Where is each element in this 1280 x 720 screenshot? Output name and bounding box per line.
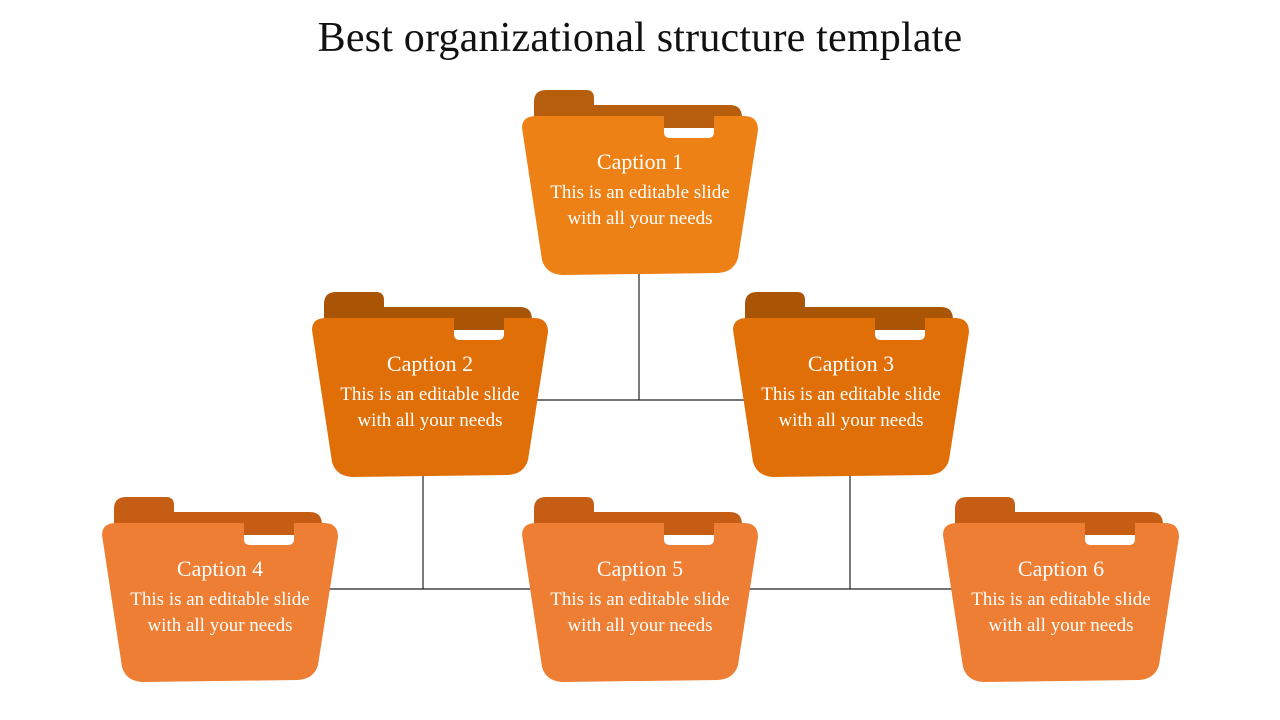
node-caption: Caption 5 bbox=[596, 556, 684, 581]
folder-icon bbox=[733, 292, 969, 477]
node-caption: Caption 6 bbox=[1017, 556, 1105, 581]
org-node-4: Caption 4 This is an editable slide with… bbox=[100, 495, 340, 690]
folder-icon bbox=[522, 90, 758, 275]
node-caption: Caption 1 bbox=[596, 149, 684, 174]
org-node-2: Caption 2 This is an editable slide with… bbox=[310, 290, 550, 485]
org-node-6: Caption 6 This is an editable slide with… bbox=[941, 495, 1181, 690]
node-description: This is an editable slide with all your … bbox=[130, 589, 310, 636]
node-caption: Caption 4 bbox=[176, 556, 264, 581]
node-description: This is an editable slide with all your … bbox=[761, 384, 941, 431]
node-description: This is an editable slide with all your … bbox=[550, 589, 730, 636]
org-node-1: Caption 1 This is an editable slide with… bbox=[520, 88, 760, 283]
node-caption: Caption 2 bbox=[386, 351, 474, 376]
node-description: This is an editable slide with all your … bbox=[971, 589, 1151, 636]
folder-icon bbox=[943, 497, 1179, 682]
folder-icon bbox=[522, 497, 758, 682]
node-description: This is an editable slide with all your … bbox=[550, 182, 730, 229]
page-title: Best organizational structure template bbox=[317, 15, 963, 61]
org-node-3: Caption 3 This is an editable slide with… bbox=[731, 290, 971, 485]
folder-icon bbox=[102, 497, 338, 682]
node-caption: Caption 3 bbox=[807, 351, 895, 376]
folder-icon bbox=[312, 292, 548, 477]
org-node-5: Caption 5 This is an editable slide with… bbox=[520, 495, 760, 690]
node-description: This is an editable slide with all your … bbox=[340, 384, 520, 431]
